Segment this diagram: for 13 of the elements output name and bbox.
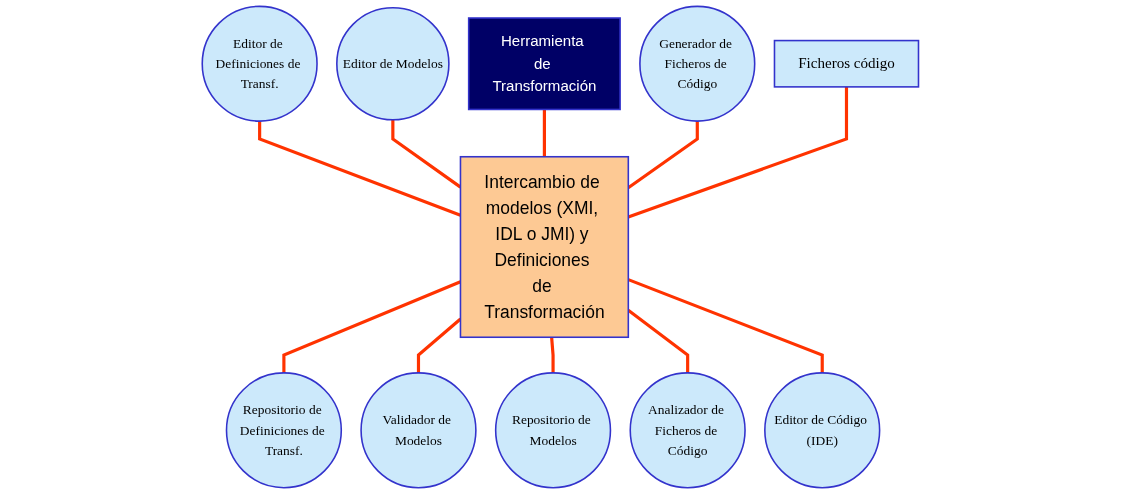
node-circle: Analizador de Ficheros de Código [629, 372, 746, 489]
node-box: Herramienta de Transformación [468, 17, 621, 111]
node-circle: Repositorio de Modelos [495, 372, 612, 489]
node-circle: Repositorio de Definiciones de Transf. [225, 372, 343, 489]
node-circle: Generador de Ficheros de Código [639, 5, 756, 122]
node-circle: Editor de Modelos [336, 6, 450, 121]
connector [550, 337, 555, 373]
node-circle: Editor de Código (IDE) [764, 372, 881, 489]
node-circle: Validador de Modelos [360, 372, 477, 489]
connector [542, 109, 547, 157]
node-box: Intercambio de modelos (XMI, IDL o JMI) y Definiciones de Transformación [459, 155, 630, 339]
node-box: Ficheros código [773, 39, 920, 88]
node-circle: Editor de Definiciones de Transf. [201, 5, 318, 122]
